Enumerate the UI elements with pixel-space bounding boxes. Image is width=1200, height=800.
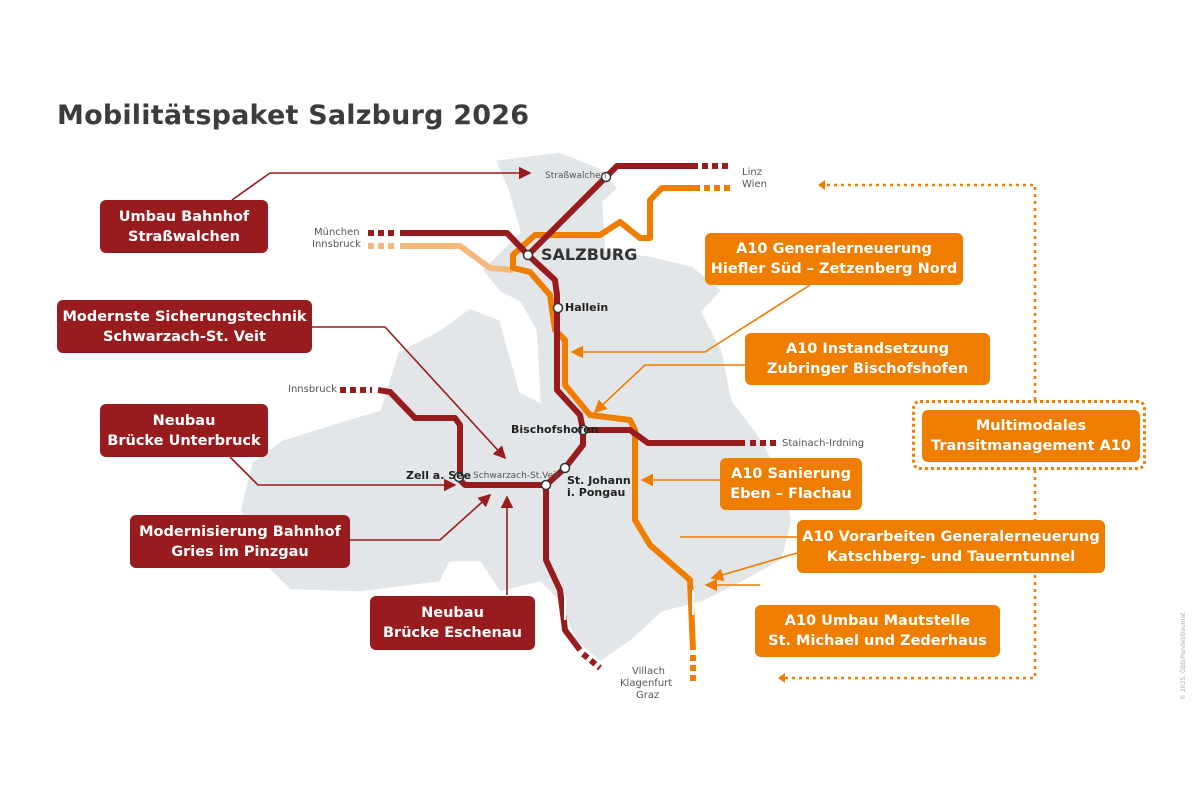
station-label-salzburg: SALZBURG: [541, 245, 638, 264]
road-project-transit: Multimodales Transitmanagement A10: [922, 410, 1140, 462]
station-zell: [453, 471, 465, 483]
dest-linz: Linz: [742, 167, 762, 178]
station-label-zell: Zell a. See: [406, 469, 472, 482]
dest-innsbruck-north: Innsbruck: [312, 239, 361, 250]
callout-strasswalchen: [231, 166, 532, 201]
dest-innsbruck-west: Innsbruck: [288, 384, 337, 395]
station-hallein: [552, 302, 564, 314]
project-subtitle: Hiefler Süd – Zetzenberg Nord: [710, 261, 958, 277]
project-title: A10 Vorarbeiten Generalerneuerung: [802, 528, 1100, 545]
project-title: A10 Generalerneuerung: [736, 241, 932, 257]
road-project-zubringer: A10 Instandsetzung Zubringer Bischofshof…: [745, 333, 990, 385]
rail-project-schwarzach: Modernste Sicherungstechnik Schwarzach-S…: [57, 300, 312, 353]
station-bischofshofen: [577, 424, 589, 436]
project-title: Multimodales: [975, 418, 1087, 434]
station-label-stjohann-2: i. Pongau: [567, 486, 626, 499]
road-project-maut: A10 Umbau Mautstelle St. Michael und Zed…: [755, 605, 1000, 657]
station-strasswalchen: [600, 171, 612, 183]
road-project-tunnel: A10 Vorarbeiten Generalerneuerung Katsch…: [797, 520, 1105, 573]
project-title: A10 Instandsetzung: [785, 341, 950, 357]
station-schwarzach: [540, 479, 552, 491]
callout-transit: [785, 183, 1037, 680]
road-munich: [400, 243, 514, 273]
project-subtitle: Brücke Unterbruck: [107, 432, 261, 449]
tunnel-marker: [564, 590, 694, 620]
copyright: © 2025, ÖBB/Pendel/Baumat: [1180, 612, 1187, 700]
station-label-strasswalchen: Straßwalchen: [545, 171, 607, 181]
callout-schwarzach: [312, 326, 507, 460]
rail-project-unterbruck: Neubau Brücke Unterbruck: [100, 404, 268, 457]
project-subtitle: Zubringer Bischofshofen: [766, 361, 969, 377]
callout-zubringer: [593, 364, 745, 414]
road-a10-dashes: [690, 185, 732, 682]
project-title: A10 Umbau Mautstelle: [784, 613, 971, 629]
rail-west: [377, 387, 546, 488]
project-subtitle: Katschberg- und Tauerntunnel: [826, 548, 1076, 565]
project-title: Neubau: [421, 605, 484, 621]
station-stjohann: [559, 462, 571, 474]
project-subtitle: Schwarzach-St. Veit: [103, 328, 266, 345]
salzburg-region: [239, 151, 793, 663]
callout-tunnel: [680, 536, 798, 578]
dest-muenchen: München: [314, 227, 360, 238]
dest-wien: Wien: [742, 179, 767, 190]
project-subtitle: St. Michael und Zederhaus: [768, 633, 987, 649]
rail-project-gries: Modernisierung Bahnhof Gries im Pinzgau: [130, 515, 350, 568]
station-label-bischofshofen: Bischofshofen: [511, 423, 599, 436]
station-label-hallein: Hallein: [565, 301, 609, 314]
station-salzburg: [522, 249, 534, 261]
station-label-schwarzach: Schwarzach-St.Veit: [473, 471, 560, 481]
dest-graz: Graz: [636, 690, 660, 701]
dest-villach: Villach: [632, 666, 665, 677]
callout-hiefler: [570, 284, 811, 359]
rail-project-strasswalchen: Umbau Bahnhof Straßwalchen: [100, 200, 268, 253]
dest-stainach: Stainach-Irdning: [782, 438, 865, 449]
project-title: Neubau: [152, 412, 216, 429]
project-title: Modernisierung Bahnhof: [139, 523, 341, 540]
project-subtitle: Straßwalchen: [128, 228, 240, 245]
project-subtitle: Eben – Flachau: [730, 486, 852, 502]
project-title: A10 Sanierung: [731, 466, 851, 482]
road-project-hiefler: A10 Generalerneuerung Hiefler Süd – Zetz…: [705, 233, 963, 285]
page-title: Mobilitätspaket Salzburg 2026: [57, 100, 530, 131]
callout-unterbruck: [229, 456, 457, 492]
rail-east: [583, 427, 745, 446]
project-subtitle: Transitmanagement A10: [931, 438, 1131, 454]
project-subtitle: Gries im Pinzgau: [171, 543, 309, 560]
station-label-stjohann-1: St. Johann: [567, 474, 631, 487]
callout-gries: [350, 493, 492, 541]
project-title: Umbau Bahnhof: [118, 208, 250, 225]
rail-north: [525, 163, 698, 258]
project-title: Modernste Sicherungstechnik: [62, 308, 307, 325]
dest-klagenfurt: Klagenfurt: [620, 678, 673, 689]
rail-project-eschenau: Neubau Brücke Eschenau: [370, 596, 535, 650]
road-a10: [510, 185, 700, 651]
transit-management-frame: [912, 400, 1146, 470]
project-subtitle: Brücke Eschenau: [383, 625, 522, 641]
road-project-eben: A10 Sanierung Eben – Flachau: [720, 458, 862, 510]
rail-dashes: [340, 163, 776, 671]
